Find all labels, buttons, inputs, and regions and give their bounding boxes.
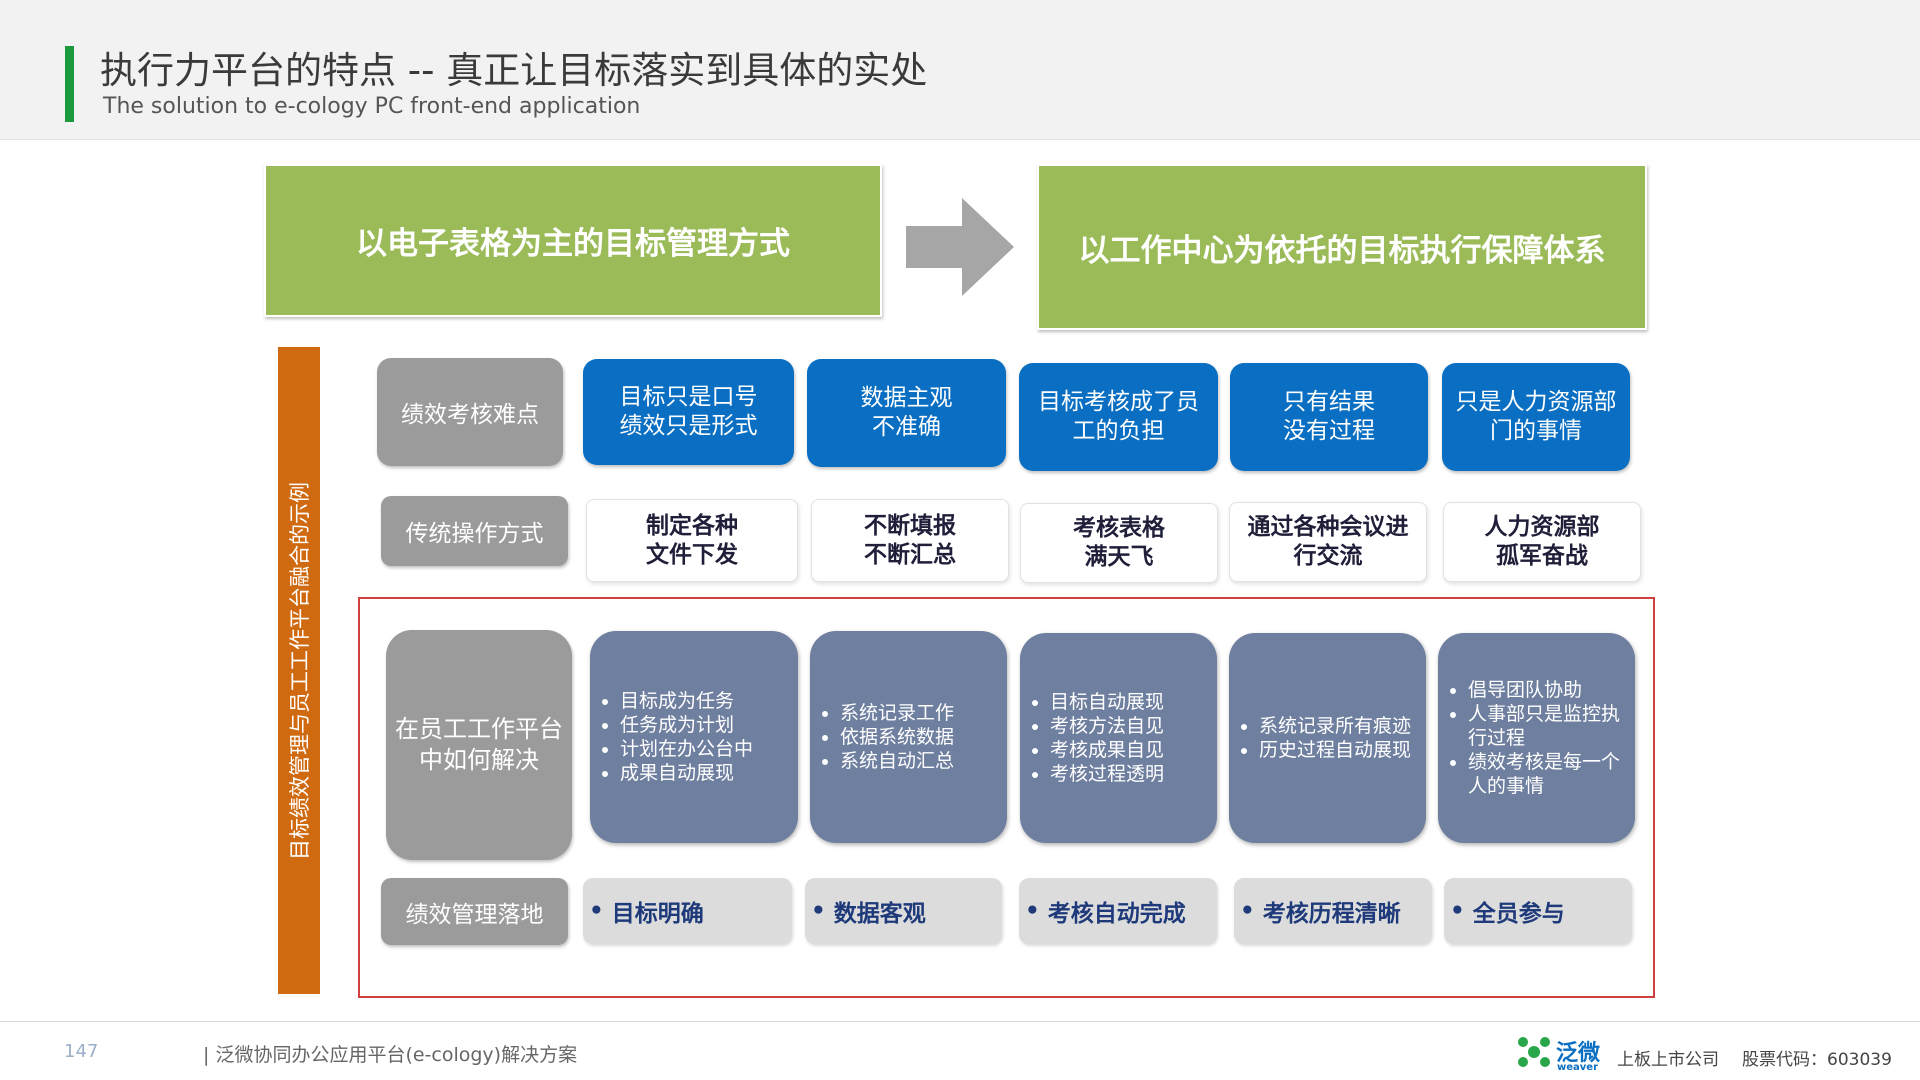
banner-spreadsheet-management: 以电子表格为主的目标管理方式: [264, 164, 882, 317]
list-item: 考核方法自见: [1050, 714, 1164, 738]
solution-box: 目标成为任务 任务成为计划 计划在办公台中 成果自动展现: [590, 631, 798, 843]
traditional-box: 制定各种文件下发: [586, 499, 798, 582]
list-item: 目标自动展现: [1050, 690, 1164, 714]
row-label-solution: 在员工工作平台中如何解决: [386, 630, 572, 860]
list-item: 系统记录所有痕迹: [1259, 714, 1411, 738]
landing-box: 目标明确: [583, 878, 792, 944]
list-item: 系统记录工作: [840, 701, 954, 725]
traditional-box: 通过各种会议进行交流: [1229, 502, 1427, 582]
page-number: 147: [64, 1041, 99, 1062]
row-label-traditional: 传统操作方式: [381, 496, 568, 566]
solution-box: 倡导团队协助 人事部只是监控执行过程 绩效考核是每一个人的事情: [1438, 633, 1635, 843]
difficulty-box: 只是人力资源部门的事情: [1442, 363, 1630, 471]
landing-box: 全员参与: [1444, 878, 1632, 944]
logo-text-en: weaver: [1557, 1062, 1599, 1073]
logo-text-cn: 泛微: [1556, 1041, 1601, 1066]
side-label-text: 目标绩效管理与员工工作平台融合的示例: [288, 481, 312, 860]
list-item: 绩效考核是每一个人的事情: [1468, 750, 1623, 798]
solution-highlight-frame: [358, 597, 1655, 998]
row-label-difficulties: 绩效考核难点: [377, 358, 563, 466]
row-label-landing: 绩效管理落地: [381, 878, 568, 945]
traditional-box: 不断填报不断汇总: [811, 499, 1009, 582]
footer-caption: | 泛微协同办公应用平台(e-cology)解决方案: [203, 1044, 578, 1066]
listed-company-label: 上板上市公司: [1617, 1050, 1719, 1070]
weaver-logo-icon: [1518, 1037, 1550, 1067]
page-subtitle: The solution to e-cology PC front-end ap…: [103, 94, 641, 119]
difficulty-box: 只有结果没有过程: [1230, 363, 1428, 471]
list-item: 人事部只是监控执行过程: [1468, 702, 1623, 750]
traditional-box: 考核表格满天飞: [1020, 503, 1218, 583]
list-item: 历史过程自动展现: [1259, 738, 1411, 762]
list-item: 考核过程透明: [1050, 762, 1164, 786]
difficulty-box: 数据主观不准确: [807, 359, 1006, 467]
list-item: 考核成果自见: [1050, 738, 1164, 762]
landing-box: 考核历程清晰: [1234, 878, 1432, 944]
solution-box: 系统记录工作 依据系统数据 系统自动汇总: [810, 631, 1007, 843]
list-item: 系统自动汇总: [840, 749, 954, 773]
traditional-box: 人力资源部孤军奋战: [1443, 502, 1641, 582]
list-item: 目标成为任务: [620, 689, 753, 713]
list-item: 倡导团队协助: [1468, 678, 1623, 702]
solution-box: 系统记录所有痕迹 历史过程自动展现: [1229, 633, 1426, 843]
difficulty-box: 目标只是口号绩效只是形式: [583, 359, 794, 465]
footer-divider: [0, 1021, 1920, 1022]
difficulty-box: 目标考核成了员工的负担: [1019, 363, 1218, 471]
right-arrow-icon: [906, 198, 1014, 296]
side-label-bar: 目标绩效管理与员工工作平台融合的示例: [278, 347, 320, 994]
list-item: 成果自动展现: [620, 761, 753, 785]
page-title: 执行力平台的特点 -- 真正让目标落实到具体的实处: [100, 49, 928, 92]
solution-box: 目标自动展现 考核方法自见 考核成果自见 考核过程透明: [1020, 633, 1217, 843]
landing-box: 数据客观: [805, 878, 1002, 944]
list-item: 任务成为计划: [620, 713, 753, 737]
banner-work-center-system: 以工作中心为依托的目标执行保障体系: [1037, 164, 1647, 330]
stock-code: 股票代码：603039: [1742, 1050, 1892, 1070]
list-item: 计划在办公台中: [620, 737, 753, 761]
list-item: 依据系统数据: [840, 725, 954, 749]
landing-box: 考核自动完成: [1019, 878, 1217, 944]
header-band: [0, 0, 1920, 140]
title-accent-bar: [65, 46, 74, 122]
